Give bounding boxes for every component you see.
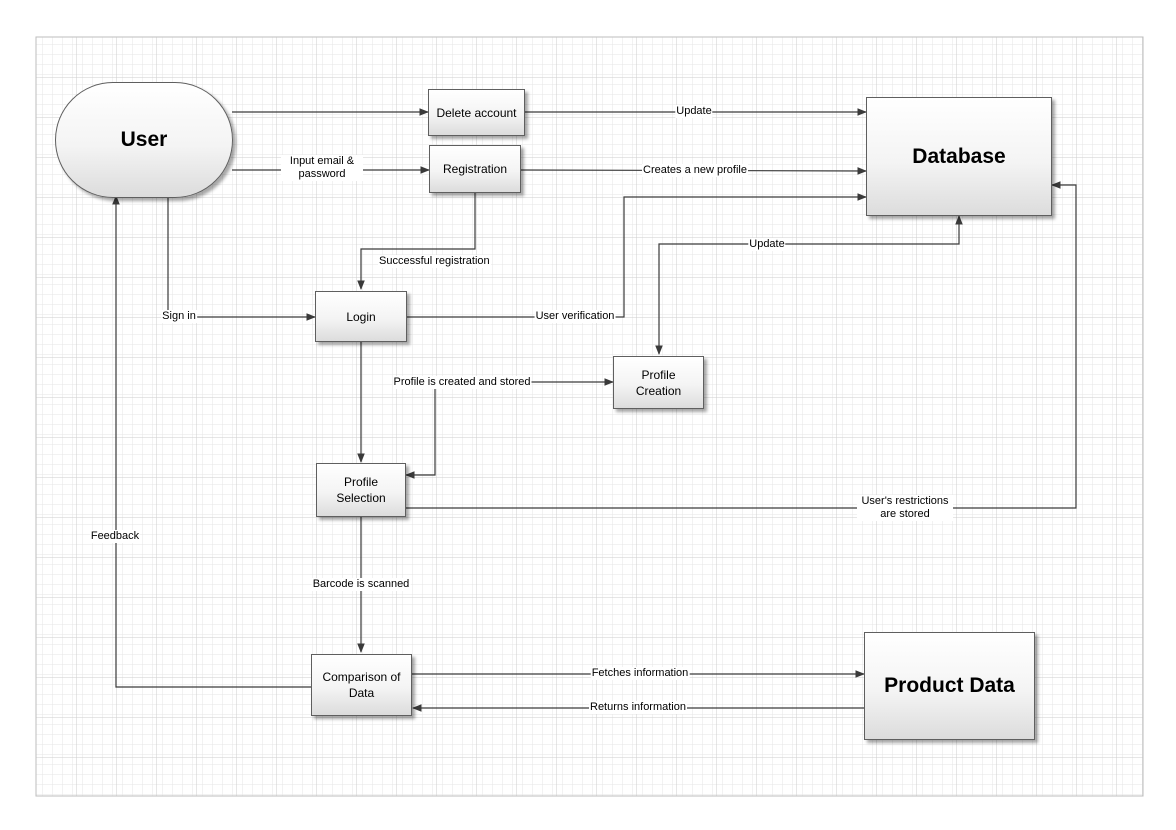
label-delete-update: Update — [675, 105, 713, 118]
label-user-verification: User verification — [534, 310, 616, 323]
node-login: Login — [315, 291, 407, 342]
edge-user-verification — [407, 193, 867, 318]
label-fetches: Fetches information — [590, 667, 690, 680]
edge-update-profile — [655, 215, 963, 355]
label-returns: Returns information — [589, 701, 687, 714]
edge-feedback — [112, 195, 311, 688]
edge-profile-created-down — [405, 382, 436, 479]
node-delete-account: Delete account — [428, 89, 525, 136]
label-sign-in: Sign in — [161, 310, 197, 323]
label-restrictions: User's restrictions are stored — [857, 495, 953, 521]
label-feedback: Feedback — [89, 530, 141, 543]
edge-successful-registration — [357, 193, 476, 290]
node-database: Database — [866, 97, 1052, 216]
edge-restrictions — [406, 181, 1077, 509]
label-barcode: Barcode is scanned — [311, 578, 411, 591]
node-registration: Registration — [429, 145, 521, 193]
node-profile-creation: Profile Creation — [613, 356, 704, 409]
label-creates-profile: Creates a new profile — [642, 164, 748, 177]
node-comparison: Comparison of Data — [311, 654, 412, 716]
label-profile-created: Profile is created and stored — [392, 376, 532, 389]
label-successful-registration: Successful registration — [378, 255, 491, 268]
label-update-profile: Update — [748, 238, 786, 251]
node-product-data: Product Data — [864, 632, 1035, 740]
label-input-email: Input email & password — [281, 155, 363, 181]
node-profile-selection: Profile Selection — [316, 463, 406, 517]
node-user: User — [55, 82, 233, 198]
